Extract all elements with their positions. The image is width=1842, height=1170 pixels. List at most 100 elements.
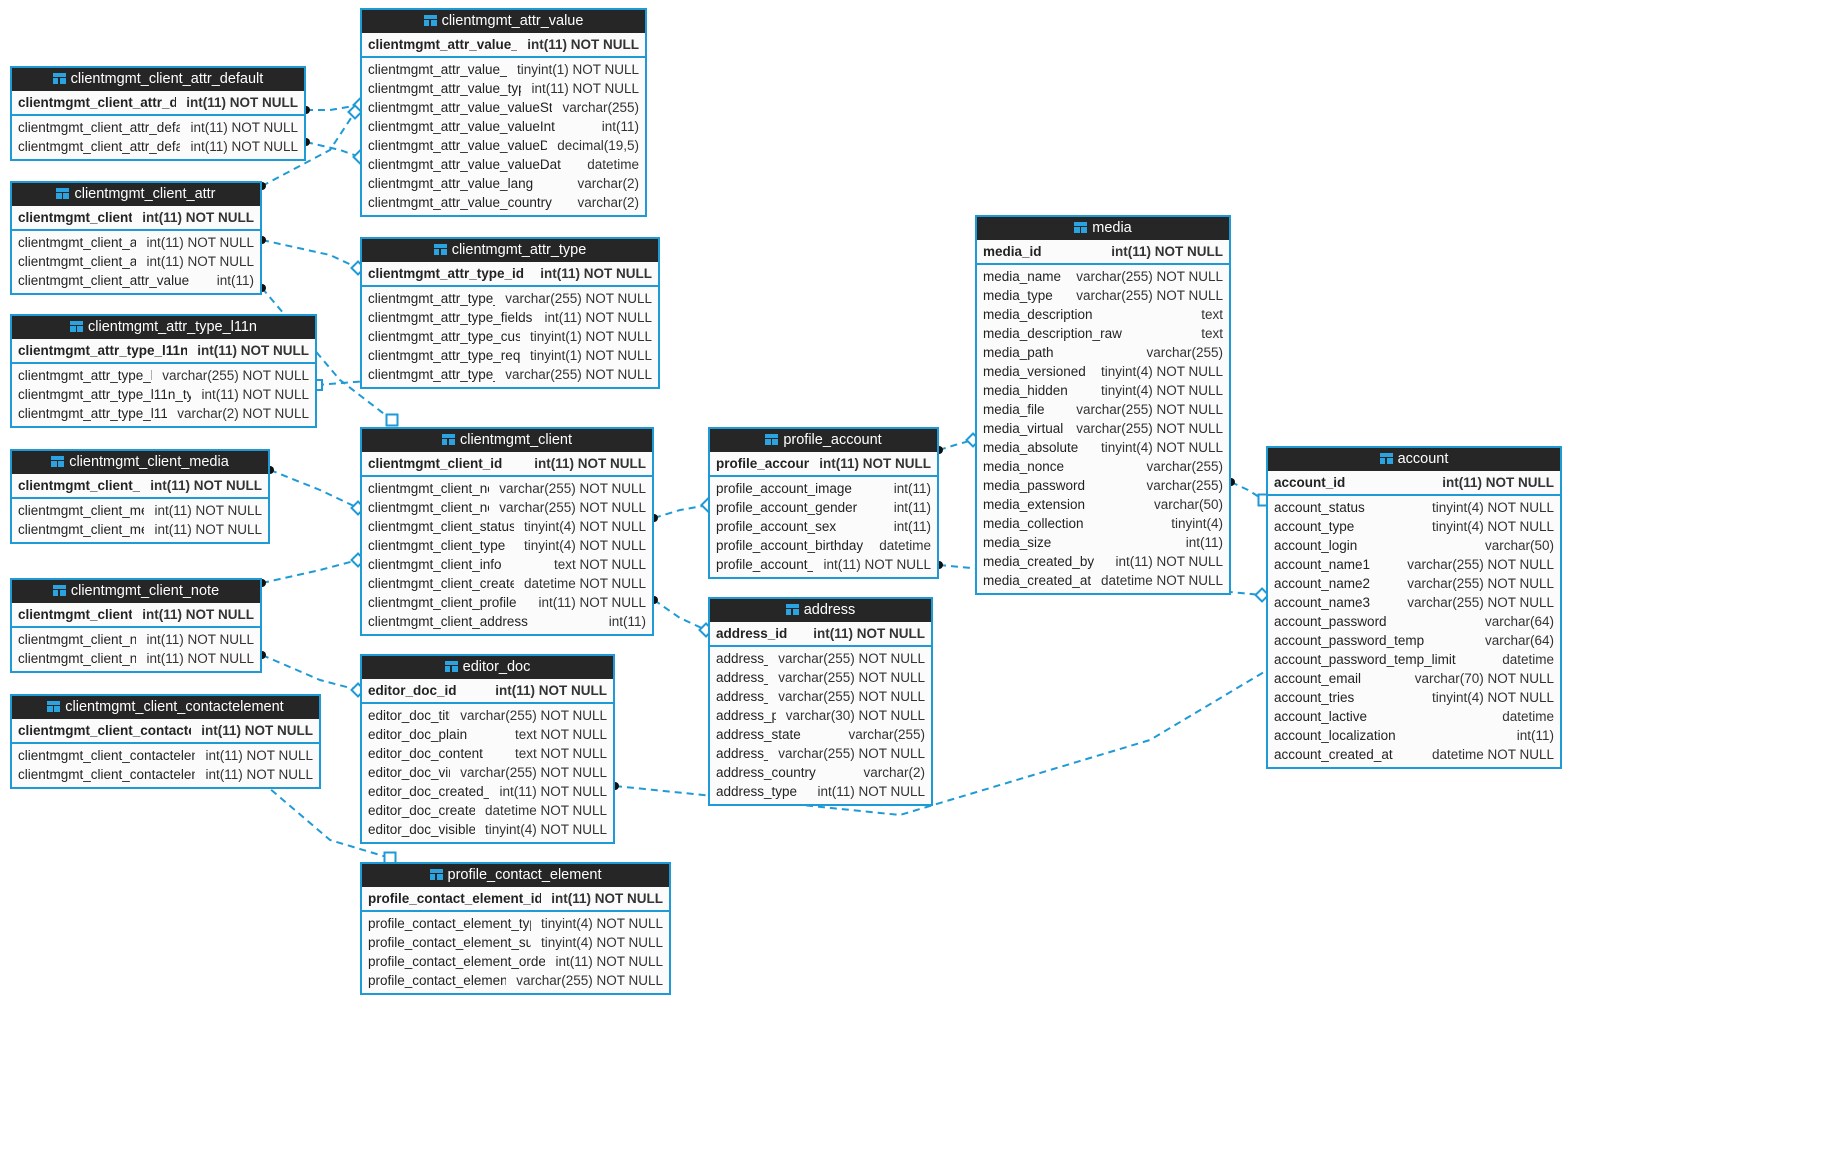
column-name: clientmgmt_attr_value_valueDat — [368, 157, 561, 172]
column-type: int(11) — [601, 119, 639, 134]
table-name: address — [803, 602, 856, 618]
column-row: clientmgmt_client_note_dstint(11) NOT NU… — [12, 630, 260, 649]
column-name: clientmgmt_client_profile — [368, 595, 517, 610]
column-name: account_email — [1274, 671, 1362, 686]
column-row: clientmgmt_client_note_srcint(11) NOT NU… — [12, 649, 260, 668]
table-body: clientmgmt_client_contactelement_dstint(… — [12, 744, 319, 787]
column-type: int(11) NOT NULL — [813, 626, 925, 641]
column-name: address_addition — [716, 670, 769, 685]
table-header-clientmgmt_attr_value: clientmgmt_attr_value — [362, 10, 645, 33]
column-type: tinyint(4) NOT NULL — [540, 935, 663, 950]
column-name: media_extension — [983, 497, 1086, 512]
table-icon — [441, 434, 455, 446]
column-type: tinyint(4) — [1171, 516, 1223, 531]
column-name: account_name3 — [1274, 595, 1371, 610]
table-name: profile_account — [783, 432, 882, 448]
column-row: clientmgmt_client_attr_default_typeint(1… — [12, 118, 304, 137]
column-row: profile_contact_element_contentvarchar(2… — [362, 971, 669, 990]
column-type: datetime — [587, 157, 639, 172]
column-name: profile_contact_element_subtype — [368, 935, 531, 950]
column-type: varchar(2) — [577, 176, 639, 191]
table-clientmgmt_client_attr_default[interactable]: clientmgmt_client_attr_default clientmgmt… — [10, 66, 306, 161]
column-name: profile_contact_element_order — [368, 954, 546, 969]
table-icon — [1379, 453, 1393, 465]
column-type: int(11) — [893, 500, 931, 515]
column-name: address_country — [716, 765, 816, 780]
table-body: clientmgmt_client_attr_default_typeint(1… — [12, 116, 304, 159]
column-name: media_password — [983, 478, 1086, 493]
column-type: int(11) — [608, 614, 646, 629]
column-type: int(11) NOT NULL — [538, 595, 646, 610]
table-name: clientmgmt_attr_type_l11n — [88, 319, 257, 335]
column-type: int(11) NOT NULL — [146, 632, 254, 647]
column-name: media_nonce — [983, 459, 1065, 474]
column-type: int(11) NOT NULL — [197, 343, 309, 358]
column-name: clientmgmt_client_no — [368, 481, 490, 496]
column-type: datetime NOT NULL — [1100, 573, 1223, 588]
table-profile_account[interactable]: profile_accountprofile_account_idint(11)… — [708, 427, 939, 579]
relationship-clientmgmt_client_media-to-clientmgmt_client — [266, 466, 366, 516]
table-clientmgmt_attr_value[interactable]: clientmgmt_attr_value clientmgmt_attr_val… — [360, 8, 647, 217]
table-icon — [70, 321, 83, 333]
column-type: tinyint(4) NOT NULL — [1431, 690, 1554, 705]
table-name: clientmgmt_client_attr_default — [70, 71, 264, 87]
table-icon — [765, 434, 779, 446]
table-header-clientmgmt_client_note: clientmgmt_client_note — [12, 580, 260, 603]
table-header-clientmgmt_client_attr: clientmgmt_client_attr — [12, 183, 260, 206]
column-name: editor_doc_content — [368, 746, 483, 761]
column-type: varchar(255) NOT NULL — [1076, 421, 1223, 436]
table-clientmgmt_client_note[interactable]: clientmgmt_client_note clientmgmt_client_… — [10, 578, 262, 673]
column-type: int(11) NOT NULL — [154, 522, 262, 537]
column-type: datetime NOT NULL — [523, 576, 646, 591]
column-type: varchar(255) NOT NULL — [460, 708, 607, 723]
column-row: clientmgmt_client_address int(11) — [362, 612, 652, 631]
column-name: clientmgmt_client_attr_default_value — [18, 139, 181, 154]
column-name: clientmgmt_client_address — [368, 614, 528, 629]
table-name: editor_doc — [462, 659, 531, 675]
table-clientmgmt_client_attr[interactable]: clientmgmt_client_attrclientmgmt_client_… — [10, 181, 262, 295]
primary-key-row: clientmgmt_client_attr_default_idint(11)… — [12, 91, 304, 116]
column-name: account_password — [1274, 614, 1387, 629]
column-type: int(11) NOT NULL — [190, 120, 298, 135]
column-type: tinyint(1) NOT NULL — [529, 348, 652, 363]
column-row: clientmgmt_attr_value_valueDat datetime — [362, 155, 645, 174]
column-name: editor_doc_title — [368, 708, 450, 723]
table-header-clientmgmt_attr_type_l11n: clientmgmt_attr_type_l11n — [12, 316, 315, 339]
column-type: int(11) NOT NULL — [1442, 475, 1554, 490]
column-type: varchar(2) — [577, 195, 639, 210]
